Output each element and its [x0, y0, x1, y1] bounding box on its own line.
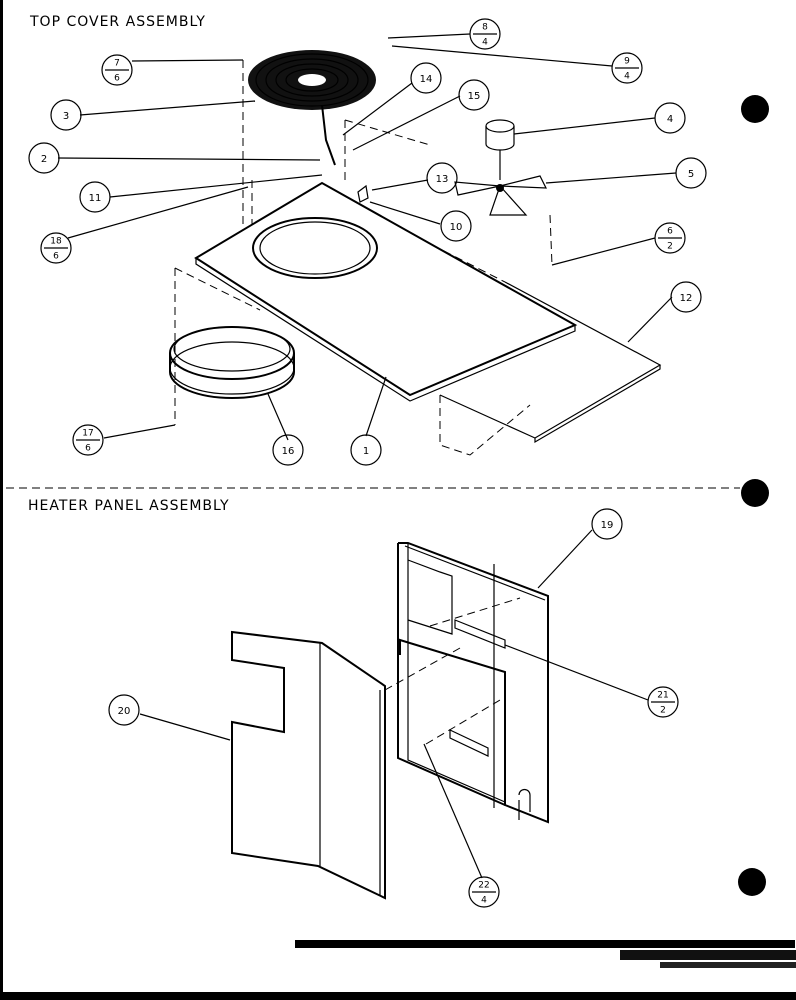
callout-12: 12 — [670, 281, 702, 313]
callout-15: 15 — [458, 79, 490, 111]
callout-3: 3 — [50, 99, 82, 131]
heater-panel-20 — [231, 630, 386, 900]
top-cover-assembly-title: TOP COVER ASSEMBLY — [30, 14, 206, 30]
leader-lines-top — [57, 33, 677, 441]
callout-20: 20 — [108, 694, 140, 726]
svg-text:10: 10 — [450, 222, 463, 233]
callout-2: 2 — [28, 142, 60, 174]
callout-8-4: 8 4 — [469, 18, 501, 50]
svg-text:21: 21 — [657, 691, 668, 701]
top-cover-plate — [194, 181, 578, 402]
svg-text:1: 1 — [363, 446, 369, 457]
coil-spiral — [248, 50, 376, 166]
svg-text:3: 3 — [63, 111, 69, 122]
svg-text:2: 2 — [41, 154, 47, 165]
svg-text:8: 8 — [482, 23, 488, 33]
svg-text:22: 22 — [478, 881, 489, 891]
svg-text:15: 15 — [468, 91, 481, 102]
callout-16: 16 — [272, 434, 304, 466]
heater-panel-19 — [397, 542, 549, 824]
callout-6-2: 6 2 — [654, 222, 686, 254]
callout-13: 13 — [426, 162, 458, 194]
callout-22-4: 22 4 — [468, 876, 500, 908]
svg-text:16: 16 — [282, 446, 295, 457]
svg-text:11: 11 — [89, 193, 102, 204]
base-panel — [439, 281, 662, 456]
svg-text:5: 5 — [688, 169, 694, 180]
scan-artifact-bottom — [0, 940, 796, 1000]
svg-text:19: 19 — [601, 520, 614, 531]
svg-text:20: 20 — [118, 706, 131, 717]
heater-panel-assembly-title: HEATER PANEL ASSEMBLY — [28, 498, 230, 514]
svg-text:12: 12 — [680, 293, 693, 304]
callout-5: 5 — [675, 157, 707, 189]
projection-lines-top — [174, 60, 553, 425]
projection-lines-bottom — [384, 597, 521, 745]
callout-4: 4 — [654, 102, 686, 134]
callout-1: 1 — [350, 434, 382, 466]
binder-hole-middle — [741, 479, 769, 507]
binder-hole-top — [741, 95, 769, 123]
callout-14: 14 — [410, 62, 442, 94]
callout-7-6: 7 6 — [101, 54, 133, 86]
svg-text:6: 6 — [667, 227, 673, 237]
callout-21-2: 21 2 — [647, 686, 679, 718]
fan-motor — [485, 119, 515, 180]
svg-text:4: 4 — [667, 114, 673, 125]
svg-text:17: 17 — [82, 429, 93, 439]
svg-text:9: 9 — [624, 57, 630, 67]
svg-text:4: 4 — [481, 896, 487, 906]
callout-10: 10 — [440, 210, 472, 242]
callout-17-6: 17 6 — [72, 424, 104, 456]
small-bracket — [357, 184, 369, 203]
fan-blade — [454, 175, 547, 216]
svg-text:6: 6 — [114, 74, 120, 84]
shroud-ring — [169, 326, 295, 399]
leader-lines-bottom — [139, 529, 649, 879]
svg-text:6: 6 — [85, 444, 91, 454]
callout-19: 19 — [591, 508, 623, 540]
svg-text:4: 4 — [624, 72, 630, 82]
svg-text:13: 13 — [436, 174, 449, 185]
svg-text:2: 2 — [660, 706, 666, 716]
scan-edge-left — [0, 0, 3, 1000]
svg-text:18: 18 — [50, 237, 62, 247]
svg-text:2: 2 — [667, 242, 673, 252]
callout-9-4: 9 4 — [611, 52, 643, 84]
svg-text:7: 7 — [114, 59, 120, 69]
callout-11: 11 — [79, 181, 111, 213]
binder-hole-bottom — [738, 868, 766, 896]
callout-18-6: 18 6 — [40, 232, 72, 264]
svg-text:14: 14 — [420, 74, 433, 85]
svg-text:4: 4 — [482, 38, 488, 48]
svg-text:6: 6 — [53, 252, 59, 262]
